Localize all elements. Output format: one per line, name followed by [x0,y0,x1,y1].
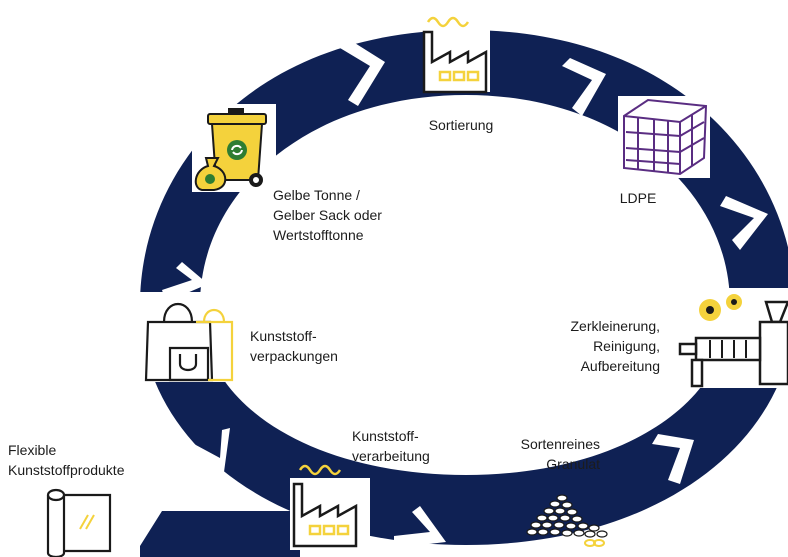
garbage-bag-icon [194,157,227,191]
output-arrow [140,506,300,557]
chevron-4 [652,434,694,484]
label-line: verpackungen [250,348,338,364]
label-zerkleinerung: Zerkleinerung, Reinigung, Aufbereitung [520,316,661,376]
factory-window [438,70,452,82]
label-line: Aufbereitung [580,358,660,374]
granulate-pile-icon [526,494,608,547]
factory-icon [422,16,490,94]
label-line: verarbeitung [352,448,430,464]
label-verarbeitung: Kunststoff- verarbeitung [352,426,462,466]
extruder-machine-icon [676,288,788,388]
label-line: Reinigung, [593,338,660,354]
gear-icon [699,294,742,321]
wavy-smoke-line [426,16,470,28]
label-line: Gelbe Tonne / [273,187,360,203]
wavy-smoke-line [298,464,342,476]
label-line: Zerkleinerung, [570,318,661,334]
label-verpackungen: Kunststoff- verpackungen [250,326,370,366]
chevron-3 [720,196,768,250]
label-line: Flexible [8,442,57,458]
label-line: Wertstofftonne [273,227,364,243]
chevron-5 [394,506,446,548]
label-line: Kunststoff- [352,428,419,444]
label-line: Gelber Sack oder [273,207,382,223]
shopping-bags-icon [140,292,240,382]
chevron-1 [340,40,385,106]
label-gelbe-tonne: Gelbe Tonne / Gelber Sack oder Wertstoff… [273,185,423,245]
label-line: Granulat [546,456,600,472]
factory-window [466,70,480,82]
label-flexible-produkte: Flexible Kunststoffprodukte [8,440,158,480]
label-ldpe: LDPE [608,188,668,208]
label-line: Sortierung [428,117,494,133]
label-line: Kunststoff- [250,328,317,344]
yellow-bin-icon [192,104,276,192]
plastic-bale-icon [618,96,710,178]
label-granulat: Sortenreines Granulat [480,434,600,474]
chevron-6 [186,428,230,472]
factory-icon [290,464,370,550]
label-line: LDPE [619,190,657,206]
film-roll-icon [40,487,120,557]
chevron-2 [562,58,606,116]
recycle-icon [227,140,247,160]
factory-window [452,70,466,82]
label-line: Kunststoffprodukte [8,462,125,478]
label-line: Sortenreines [520,436,600,452]
label-sortierung: Sortierung [406,115,516,135]
